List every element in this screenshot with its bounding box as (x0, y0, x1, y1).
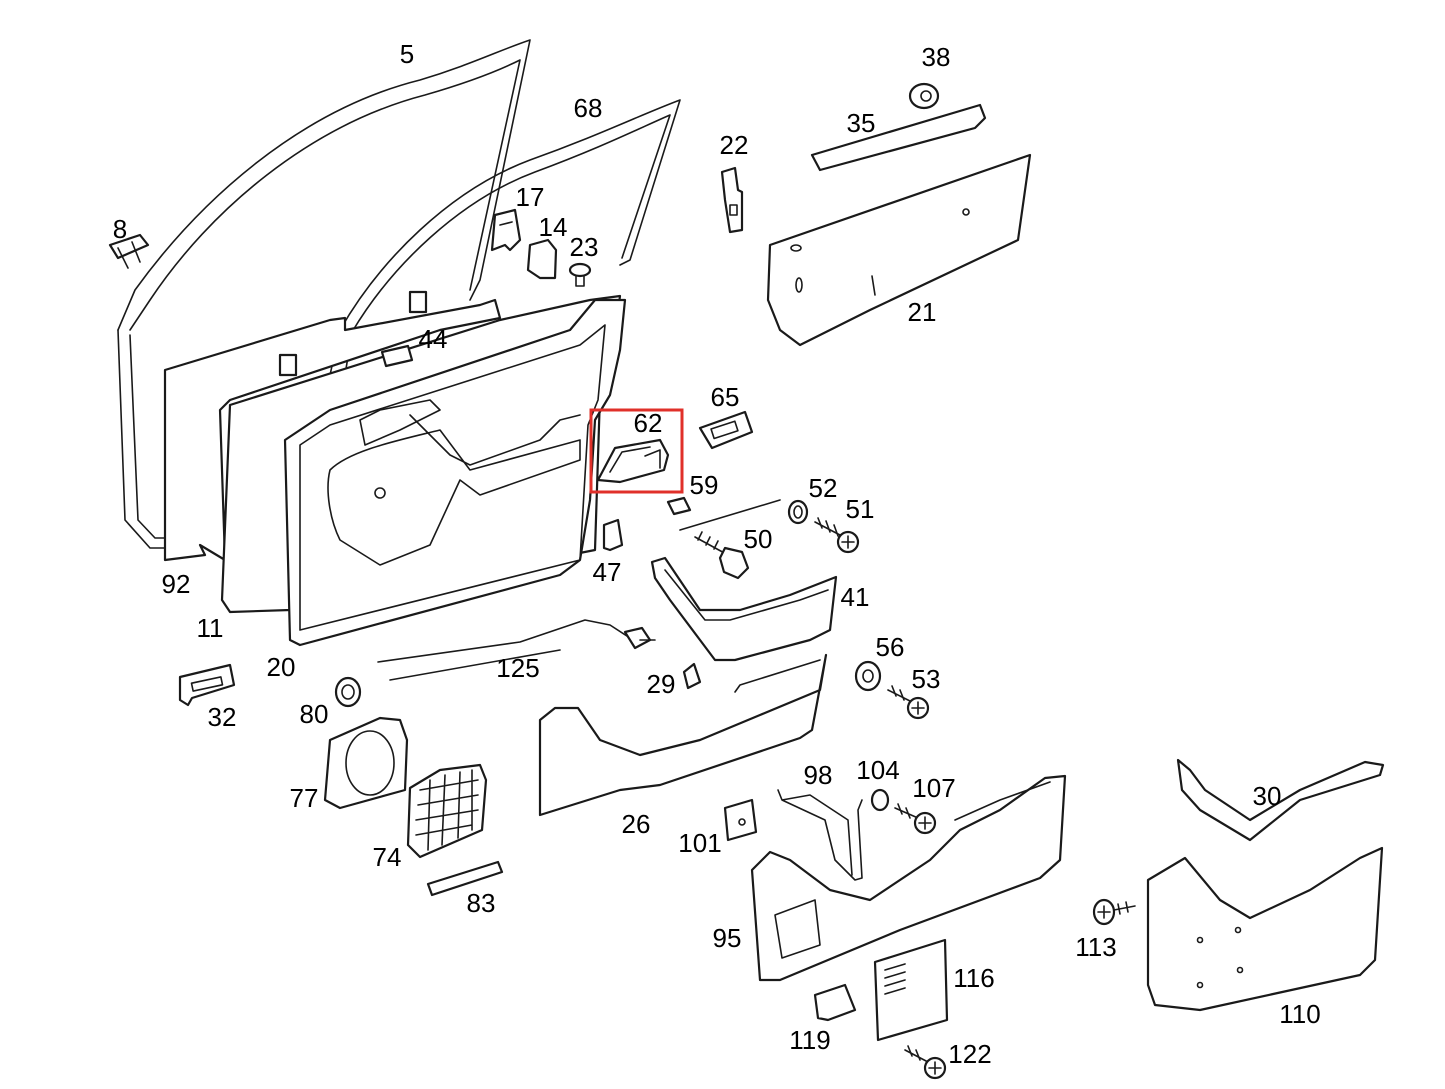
callout-101: 101 (678, 828, 721, 858)
part-5-door-seal[interactable] (117, 39, 531, 549)
part-104-grommet[interactable] (870, 788, 890, 812)
part-92-backing-sheet[interactable] (163, 290, 502, 562)
callout-116: 116 (953, 963, 994, 993)
callout-59: 59 (690, 470, 719, 500)
part-95-lower-panel[interactable] (750, 774, 1067, 982)
part-101-clip[interactable] (723, 798, 758, 842)
part-21-upper-panel[interactable] (766, 153, 1032, 347)
callout-80: 80 (300, 699, 329, 729)
part-41-armrest[interactable] (650, 499, 838, 662)
callout-113: 113 (1075, 932, 1116, 962)
callout-119: 119 (789, 1025, 830, 1055)
highlight-box-62 (589, 408, 684, 494)
callout-83: 83 (467, 888, 496, 918)
callout-22: 22 (720, 130, 749, 160)
callout-8: 8 (113, 214, 127, 244)
part-107-screw[interactable] (894, 803, 937, 835)
callout-53: 53 (912, 664, 941, 694)
callout-21: 21 (908, 297, 937, 327)
part-47-clip[interactable] (602, 518, 624, 552)
part-113-screw[interactable] (1092, 898, 1136, 926)
part-65-switch-bezel[interactable] (698, 410, 754, 450)
part-125-cable[interactable] (377, 619, 656, 681)
callout-122: 122 (948, 1039, 991, 1069)
callout-30: 30 (1253, 781, 1282, 811)
part-68-window-channel[interactable] (329, 99, 681, 376)
part-38-grommet[interactable] (908, 82, 940, 110)
callout-29: 29 (647, 669, 676, 699)
part-83-trim-strip[interactable] (426, 860, 504, 897)
part-74-speaker-grille[interactable] (406, 763, 488, 859)
callout-41: 41 (841, 582, 870, 612)
callout-65: 65 (711, 382, 740, 412)
callout-44: 44 (419, 324, 448, 354)
callout-62: 62 (634, 408, 663, 438)
part-119-clip[interactable] (813, 983, 857, 1022)
part-32-latch[interactable] (178, 663, 236, 707)
callout-98: 98 (804, 760, 833, 790)
part-116-grille-plate[interactable] (873, 938, 949, 1042)
callout-14: 14 (539, 212, 568, 242)
part-29-clip[interactable] (682, 662, 702, 690)
part-80-grommet[interactable] (334, 676, 362, 708)
callout-77: 77 (290, 783, 319, 813)
callout-11: 11 (197, 613, 224, 643)
callout-47: 47 (593, 557, 622, 587)
part-59-clip[interactable] (666, 496, 692, 516)
part-110-side-panel[interactable] (1146, 846, 1384, 1012)
part-50-bolt[interactable] (694, 531, 750, 580)
callout-92: 92 (162, 569, 191, 599)
part-56-washer[interactable] (854, 660, 882, 692)
callout-95: 95 (713, 923, 742, 953)
callout-32: 32 (208, 702, 237, 732)
part-26-lower-pocket[interactable] (538, 653, 828, 817)
callout-68: 68 (574, 93, 603, 123)
callout-56: 56 (876, 632, 905, 662)
part-17-bracket[interactable] (490, 208, 522, 252)
callout-74: 74 (373, 842, 402, 872)
callout-labels: 5 68 38 35 22 8 17 14 23 21 44 65 62 59 … (113, 39, 1321, 1069)
callout-50: 50 (744, 524, 773, 554)
part-52-washer[interactable] (787, 499, 809, 525)
part-122-screw[interactable] (904, 1045, 947, 1080)
callout-104: 104 (856, 755, 899, 785)
callout-20: 20 (267, 652, 296, 682)
part-20-door-trim[interactable] (283, 298, 627, 647)
callout-23: 23 (570, 232, 599, 262)
callout-38: 38 (922, 42, 951, 72)
part-22-retainer[interactable] (720, 166, 744, 234)
part-35-trim-strip[interactable] (810, 103, 987, 172)
part-77-speaker-bezel[interactable] (323, 716, 409, 810)
part-44-clip[interactable] (380, 344, 414, 368)
part-8-clip[interactable] (108, 233, 150, 269)
part-23-plug[interactable] (568, 262, 592, 287)
callout-52: 52 (809, 473, 838, 503)
part-51-screw[interactable] (814, 517, 860, 554)
callout-35: 35 (847, 108, 876, 138)
part-62-handle-insert[interactable] (596, 438, 670, 484)
part-53-screw[interactable] (887, 685, 930, 720)
part-30-trim-strip[interactable] (1176, 758, 1385, 842)
callout-110: 110 (1279, 999, 1320, 1029)
part-98-bracket[interactable] (777, 789, 863, 881)
part-14-bracket[interactable] (526, 238, 558, 280)
callout-5: 5 (400, 39, 414, 69)
callout-107: 107 (912, 773, 955, 803)
callout-125: 125 (496, 653, 539, 683)
callout-26: 26 (622, 809, 651, 839)
callout-51: 51 (846, 494, 875, 524)
callout-17: 17 (516, 182, 545, 212)
